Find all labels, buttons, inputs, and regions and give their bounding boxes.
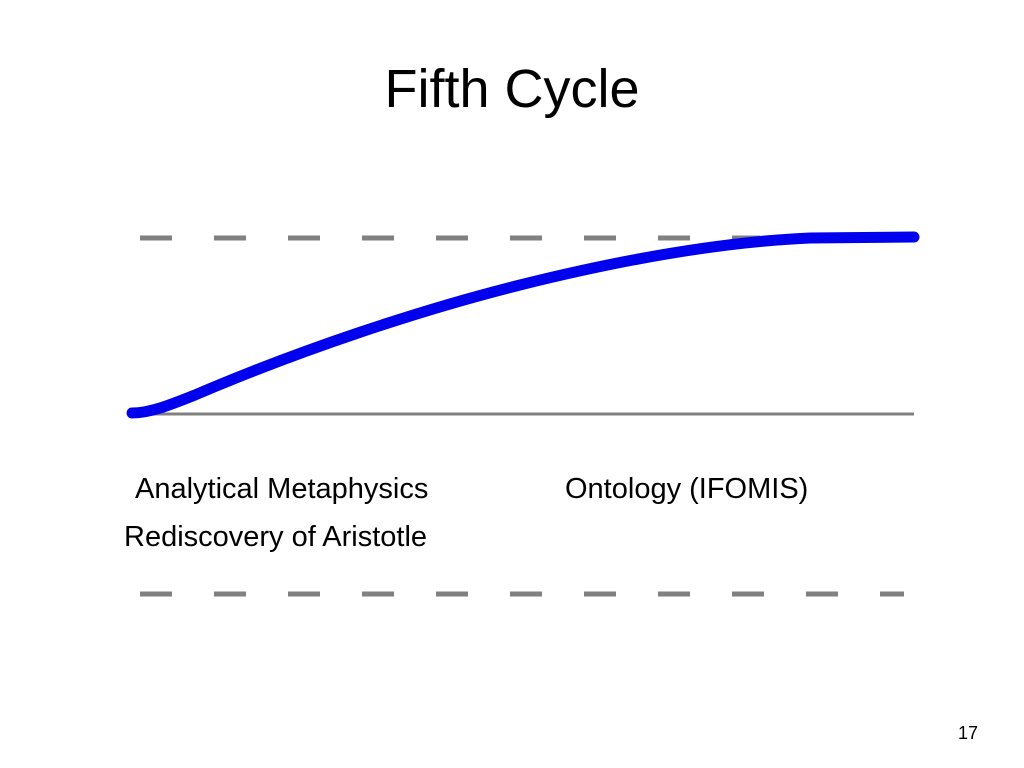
growth-curve bbox=[126, 231, 920, 419]
page-number: 17 bbox=[957, 723, 978, 743]
label-analytical-metaphysics: Analytical Metaphysics bbox=[135, 473, 429, 505]
slide-title: Fifth Cycle bbox=[384, 59, 640, 119]
label-rediscovery-of-aristotle: Rediscovery of Aristotle bbox=[124, 521, 428, 553]
label-ontology-ifomis: Ontology (IFOMIS) bbox=[565, 473, 809, 505]
